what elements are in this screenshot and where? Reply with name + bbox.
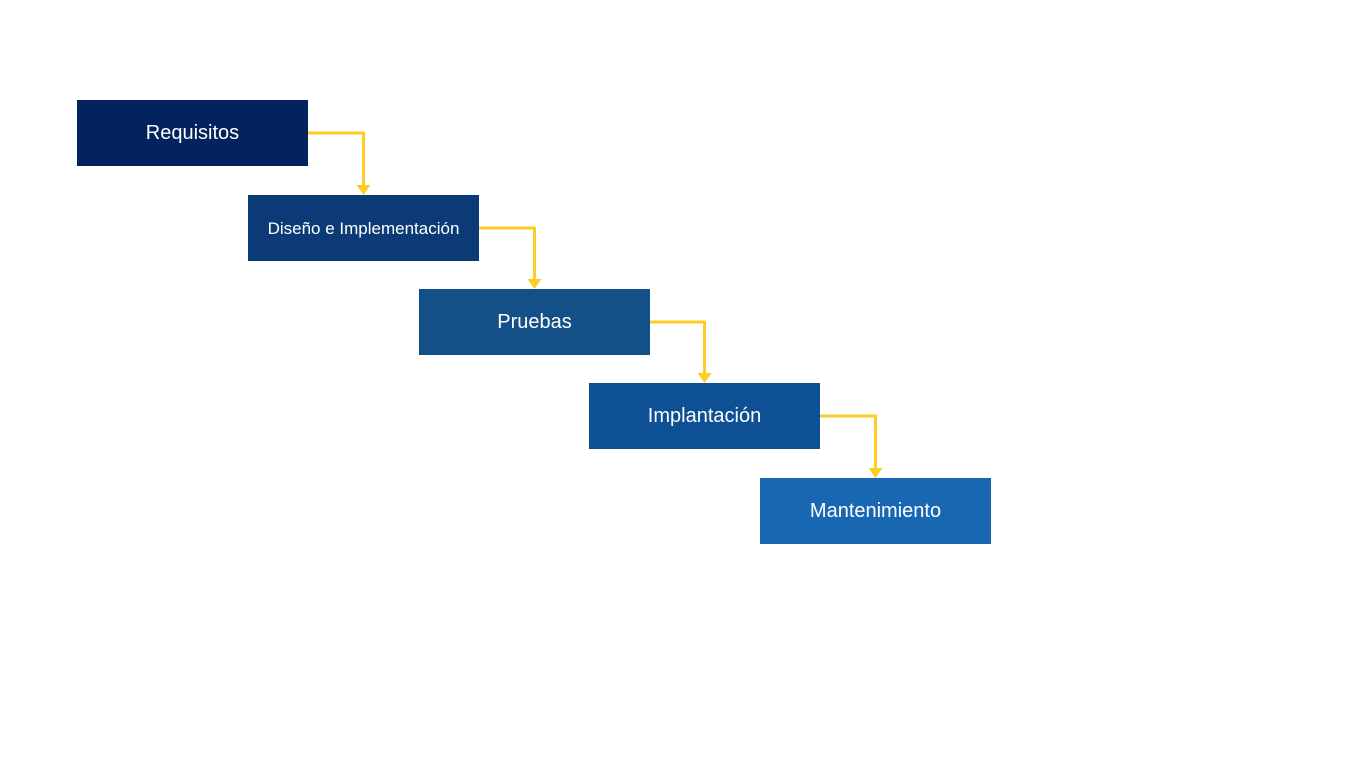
stage-box-requisitos: Requisitos: [77, 100, 308, 166]
arrow-head-icon: [527, 279, 542, 289]
arrow-head-icon: [356, 185, 371, 195]
stage-box-pruebas: Pruebas: [419, 289, 650, 355]
stage-box-implantacion: Implantación: [589, 383, 820, 449]
stage-box-diseno-implementacion: Diseño e Implementación: [248, 195, 479, 261]
stage-label: Diseño e Implementación: [267, 218, 460, 238]
connector-line-4: [820, 414, 877, 469]
arrow-head-icon: [868, 468, 883, 478]
stage-label: Mantenimiento: [809, 500, 942, 522]
arrow-head-icon: [697, 373, 712, 383]
stage-box-mantenimiento: Mantenimiento: [760, 478, 991, 544]
connector-line-2: [479, 226, 536, 280]
connector-line-3: [650, 320, 706, 374]
stage-label: Implantación: [647, 405, 762, 427]
connector-line-1: [308, 131, 365, 186]
stage-label: Requisitos: [145, 122, 240, 144]
stage-label: Pruebas: [497, 311, 572, 333]
